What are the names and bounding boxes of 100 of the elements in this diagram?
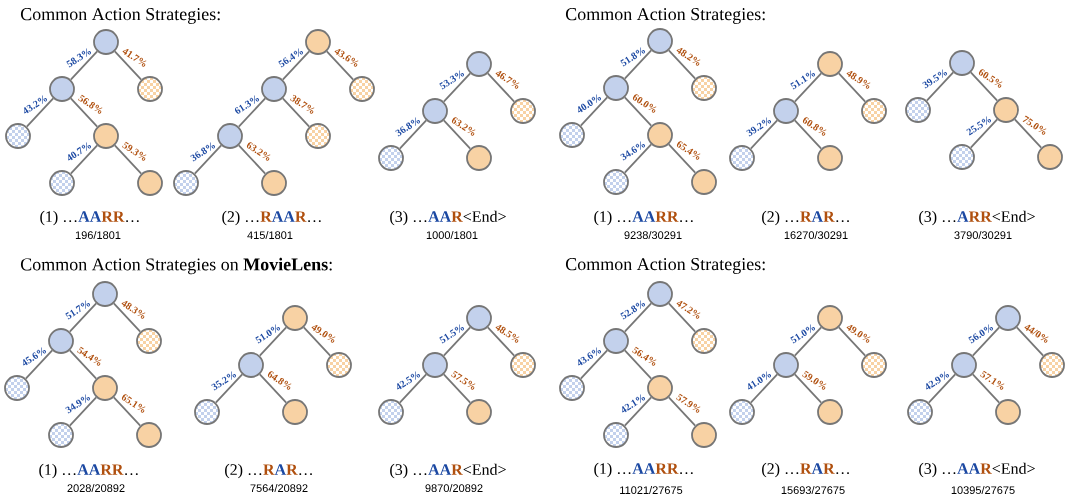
tree-node-circle (861, 98, 887, 124)
label: <End> (992, 210, 1035, 223)
label: … (680, 220, 693, 223)
count-label: 9238/30291 (624, 230, 682, 240)
count-label: 3790/30291 (954, 230, 1012, 240)
tree-branch (193, 144, 223, 175)
label: <End> (992, 462, 1035, 475)
label: … (836, 220, 849, 223)
label: (1) … (39, 463, 76, 479)
tree-branch (281, 97, 311, 128)
tree-node-circle (422, 98, 448, 124)
count-label: 7564/20892 (250, 483, 308, 493)
tree-branch (486, 72, 516, 103)
label: R (451, 211, 463, 222)
count-label: 10395/27675 (951, 485, 1015, 495)
count-label: 415/1801 (247, 230, 293, 240)
tree-node-circle (559, 122, 585, 148)
tree-node-circle (305, 29, 331, 55)
label: R (260, 211, 272, 222)
tree-node-circle (603, 422, 629, 448)
tree-branch (69, 144, 99, 175)
tree-branch (237, 144, 267, 175)
count-label: 11021/27675 (620, 485, 683, 495)
tree-node-circle (173, 170, 199, 196)
label: AA (271, 211, 295, 222)
tree-branch (214, 373, 244, 404)
tree-branch (258, 326, 288, 357)
label: AA (632, 463, 656, 474)
tree-branch (442, 72, 472, 103)
tree-branch (749, 373, 779, 404)
tree-branch (623, 96, 653, 127)
label: R (286, 464, 298, 475)
label: R (800, 463, 812, 474)
label: (2) … (762, 462, 799, 478)
tree-branch (837, 72, 867, 103)
label: AA (77, 464, 101, 475)
label: (3) … (390, 210, 427, 226)
tree-node-circle (647, 375, 673, 401)
strategy-caption: (1) …AARR… (594, 462, 693, 478)
tree-branch (667, 302, 697, 333)
tree-node-circle (466, 399, 492, 425)
tree-branch (837, 326, 867, 357)
tree-node-circle (729, 399, 755, 425)
panel-title: Common Action Strategies: (565, 258, 765, 274)
tree-node-circle (48, 422, 74, 448)
tree-branch (442, 326, 472, 357)
label: (1) … (594, 210, 631, 226)
tree-node-circle (603, 169, 629, 195)
label: A (274, 464, 286, 475)
label: RR (101, 211, 125, 222)
tree-node-circle (217, 123, 243, 149)
tree-branch (68, 396, 98, 427)
tree-node-circle (773, 352, 799, 378)
count-label: 196/1801 (75, 230, 121, 240)
label: R (980, 463, 992, 474)
tree-branch (969, 118, 999, 149)
label: R (451, 464, 463, 475)
strategy-caption: (3) …AAR<End> (390, 210, 506, 226)
tree-branch (793, 119, 823, 150)
tree-branch (667, 396, 697, 427)
tree-branch (623, 143, 653, 174)
tree-branch (667, 143, 697, 174)
tree-node-circle (92, 375, 118, 401)
tree-node-circle (136, 422, 162, 448)
tree-branch (442, 119, 472, 150)
label: AA (78, 211, 102, 222)
tree-branch (25, 97, 55, 128)
tree-branch (623, 302, 653, 333)
tree-node-circle (691, 169, 717, 195)
tree-node-circle (349, 76, 375, 102)
tree-node-circle (691, 422, 717, 448)
strategy-caption: (1) …AARR… (594, 210, 693, 226)
tree-node-circle (691, 75, 717, 101)
tree-node-circle (305, 123, 331, 149)
tree-node-circle (261, 170, 287, 196)
tree-branch (258, 373, 288, 404)
count-label: 15693/27675 (781, 485, 845, 495)
tree-node-circle (378, 145, 404, 171)
label: R (823, 211, 835, 222)
tree-node-circle (995, 305, 1021, 331)
label: (3) … (919, 462, 956, 478)
tree-node-circle (466, 305, 492, 331)
label: (3) … (390, 463, 427, 479)
tree-branch (579, 96, 609, 127)
label: R (263, 464, 275, 475)
tree-branch (68, 302, 98, 333)
tree-branch (793, 72, 823, 103)
tree-node-circle (326, 352, 352, 378)
strategy-caption: (3) …AAR<End> (919, 462, 1035, 478)
tree-node-circle (49, 76, 75, 102)
tree-node-circle (691, 328, 717, 354)
count-label: 1000/1801 (426, 230, 478, 240)
panel-title: Common Action Strategies on MovieLens: (20, 257, 332, 275)
tree-branch (237, 97, 267, 128)
tree-branch (971, 373, 1001, 404)
tree-node-circle (466, 145, 492, 171)
tree-node-circle (137, 76, 163, 102)
tree-node-circle (861, 352, 887, 378)
tree-branch (667, 49, 697, 80)
tree-node-circle (422, 352, 448, 378)
